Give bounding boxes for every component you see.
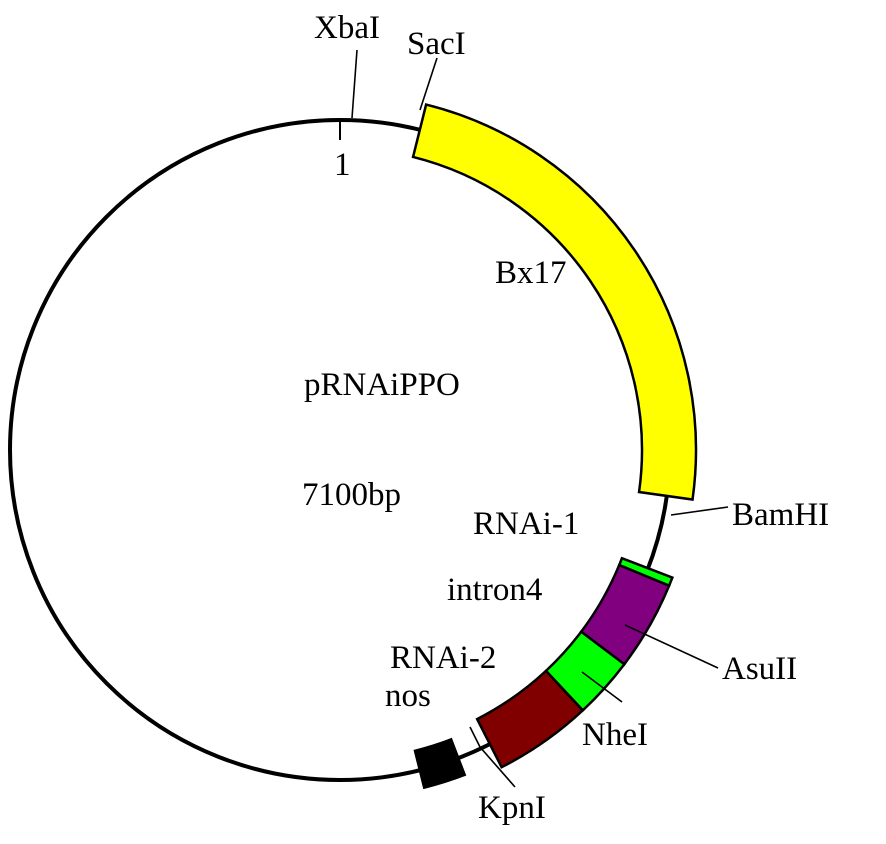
feature-bx17-segment <box>411 103 698 501</box>
site-kpni-label: KpnI <box>478 790 546 826</box>
feature-segments <box>411 103 698 790</box>
site-asuii-label: AsuII <box>722 651 797 687</box>
feature-nos-label: nos <box>385 678 431 714</box>
plasmid-size: 7100bp <box>302 477 401 513</box>
site-xbai-label: XbaI <box>314 10 380 46</box>
origin-label: 1 <box>334 147 351 183</box>
feature-intron4-label: intron4 <box>447 572 542 608</box>
plasmid-name: pRNAiPPO <box>304 367 460 403</box>
bamhi-leader-line <box>670 506 729 516</box>
feature-rnai1-label: RNAi-1 <box>473 506 579 542</box>
saci-leader-line <box>419 57 438 111</box>
feature-bx17-label: Bx17 <box>495 255 567 291</box>
asuii-leader-line <box>624 624 719 669</box>
site-leader-lines <box>351 49 729 788</box>
feature-rnai2-label: RNAi-2 <box>390 640 496 676</box>
site-nhei-label: NheI <box>582 717 648 753</box>
xbai-leader-line <box>351 49 358 119</box>
feature-rnai2-segment <box>475 669 585 769</box>
site-bamhi-label: BamHI <box>732 497 829 533</box>
kpni-leader-line <box>469 726 516 788</box>
site-saci-label: SacI <box>407 26 466 62</box>
feature-nos-segment <box>413 737 467 790</box>
nhei-leader-line <box>581 671 623 703</box>
